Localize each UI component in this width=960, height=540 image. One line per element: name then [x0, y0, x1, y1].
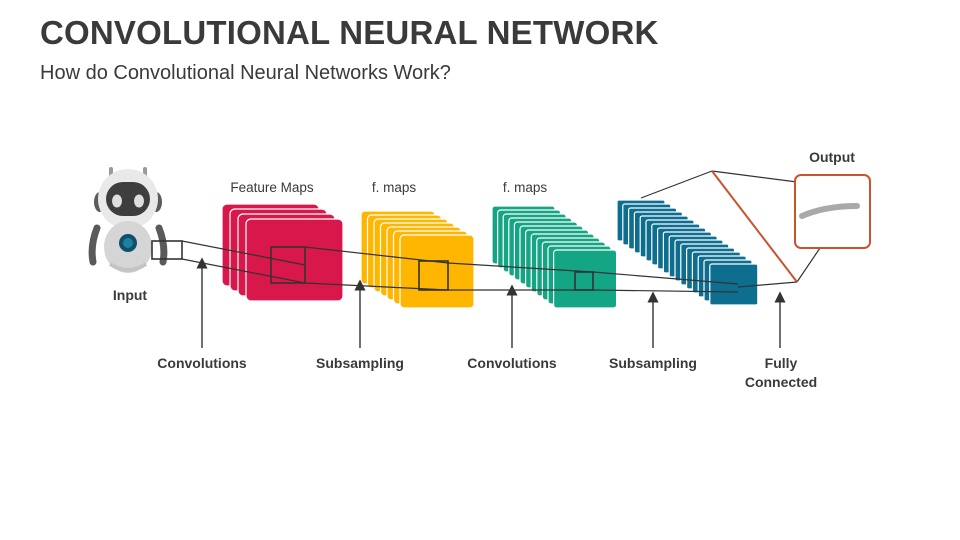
connection-line — [181, 240, 306, 266]
map-layer — [552, 249, 618, 309]
f-maps-stack-2 — [491, 205, 618, 309]
input-receptive-field — [151, 240, 183, 260]
subsampling-label-2: Subsampling — [609, 355, 697, 371]
connection-line — [711, 170, 798, 183]
f-maps-label-2: f. maps — [503, 180, 548, 195]
fully-connected-line — [711, 170, 798, 283]
connection-line — [304, 282, 449, 291]
feature-maps-label: Feature Maps — [230, 180, 314, 195]
connection-line — [737, 281, 798, 288]
fully-connected-label-line2: Connected — [745, 374, 817, 390]
page-subtitle: How do Convolutional Neural Networks Wor… — [40, 62, 451, 84]
map-layer — [709, 263, 759, 306]
f-maps-label-1: f. maps — [372, 180, 417, 195]
connection-line — [447, 262, 594, 273]
subsampled-maps-stack — [616, 199, 759, 306]
connection-line — [796, 247, 821, 283]
connection-line — [592, 271, 739, 285]
page-title: CONVOLUTIONAL NEURAL NETWORK — [40, 14, 659, 51]
map-layer — [245, 218, 344, 302]
map-layer — [399, 234, 475, 309]
fully-connected-label-line1: Fully — [765, 355, 798, 371]
robot-icon — [88, 167, 168, 273]
stage-arrows — [196, 257, 786, 348]
receptive-fields — [270, 246, 594, 291]
receptive-field — [270, 246, 306, 284]
convolutions-label-2: Convolutions — [467, 355, 557, 371]
convolutions-label-1: Convolutions — [157, 355, 247, 371]
curve-output-icon — [799, 203, 860, 219]
receptive-field — [574, 271, 594, 291]
receptive-field — [418, 260, 449, 291]
connection-line — [592, 289, 739, 293]
input-label: Input — [113, 287, 148, 303]
output-box — [794, 174, 871, 249]
subsampling-label-1: Subsampling — [316, 355, 404, 371]
output-label: Output — [809, 149, 855, 165]
connection-line — [640, 170, 713, 199]
